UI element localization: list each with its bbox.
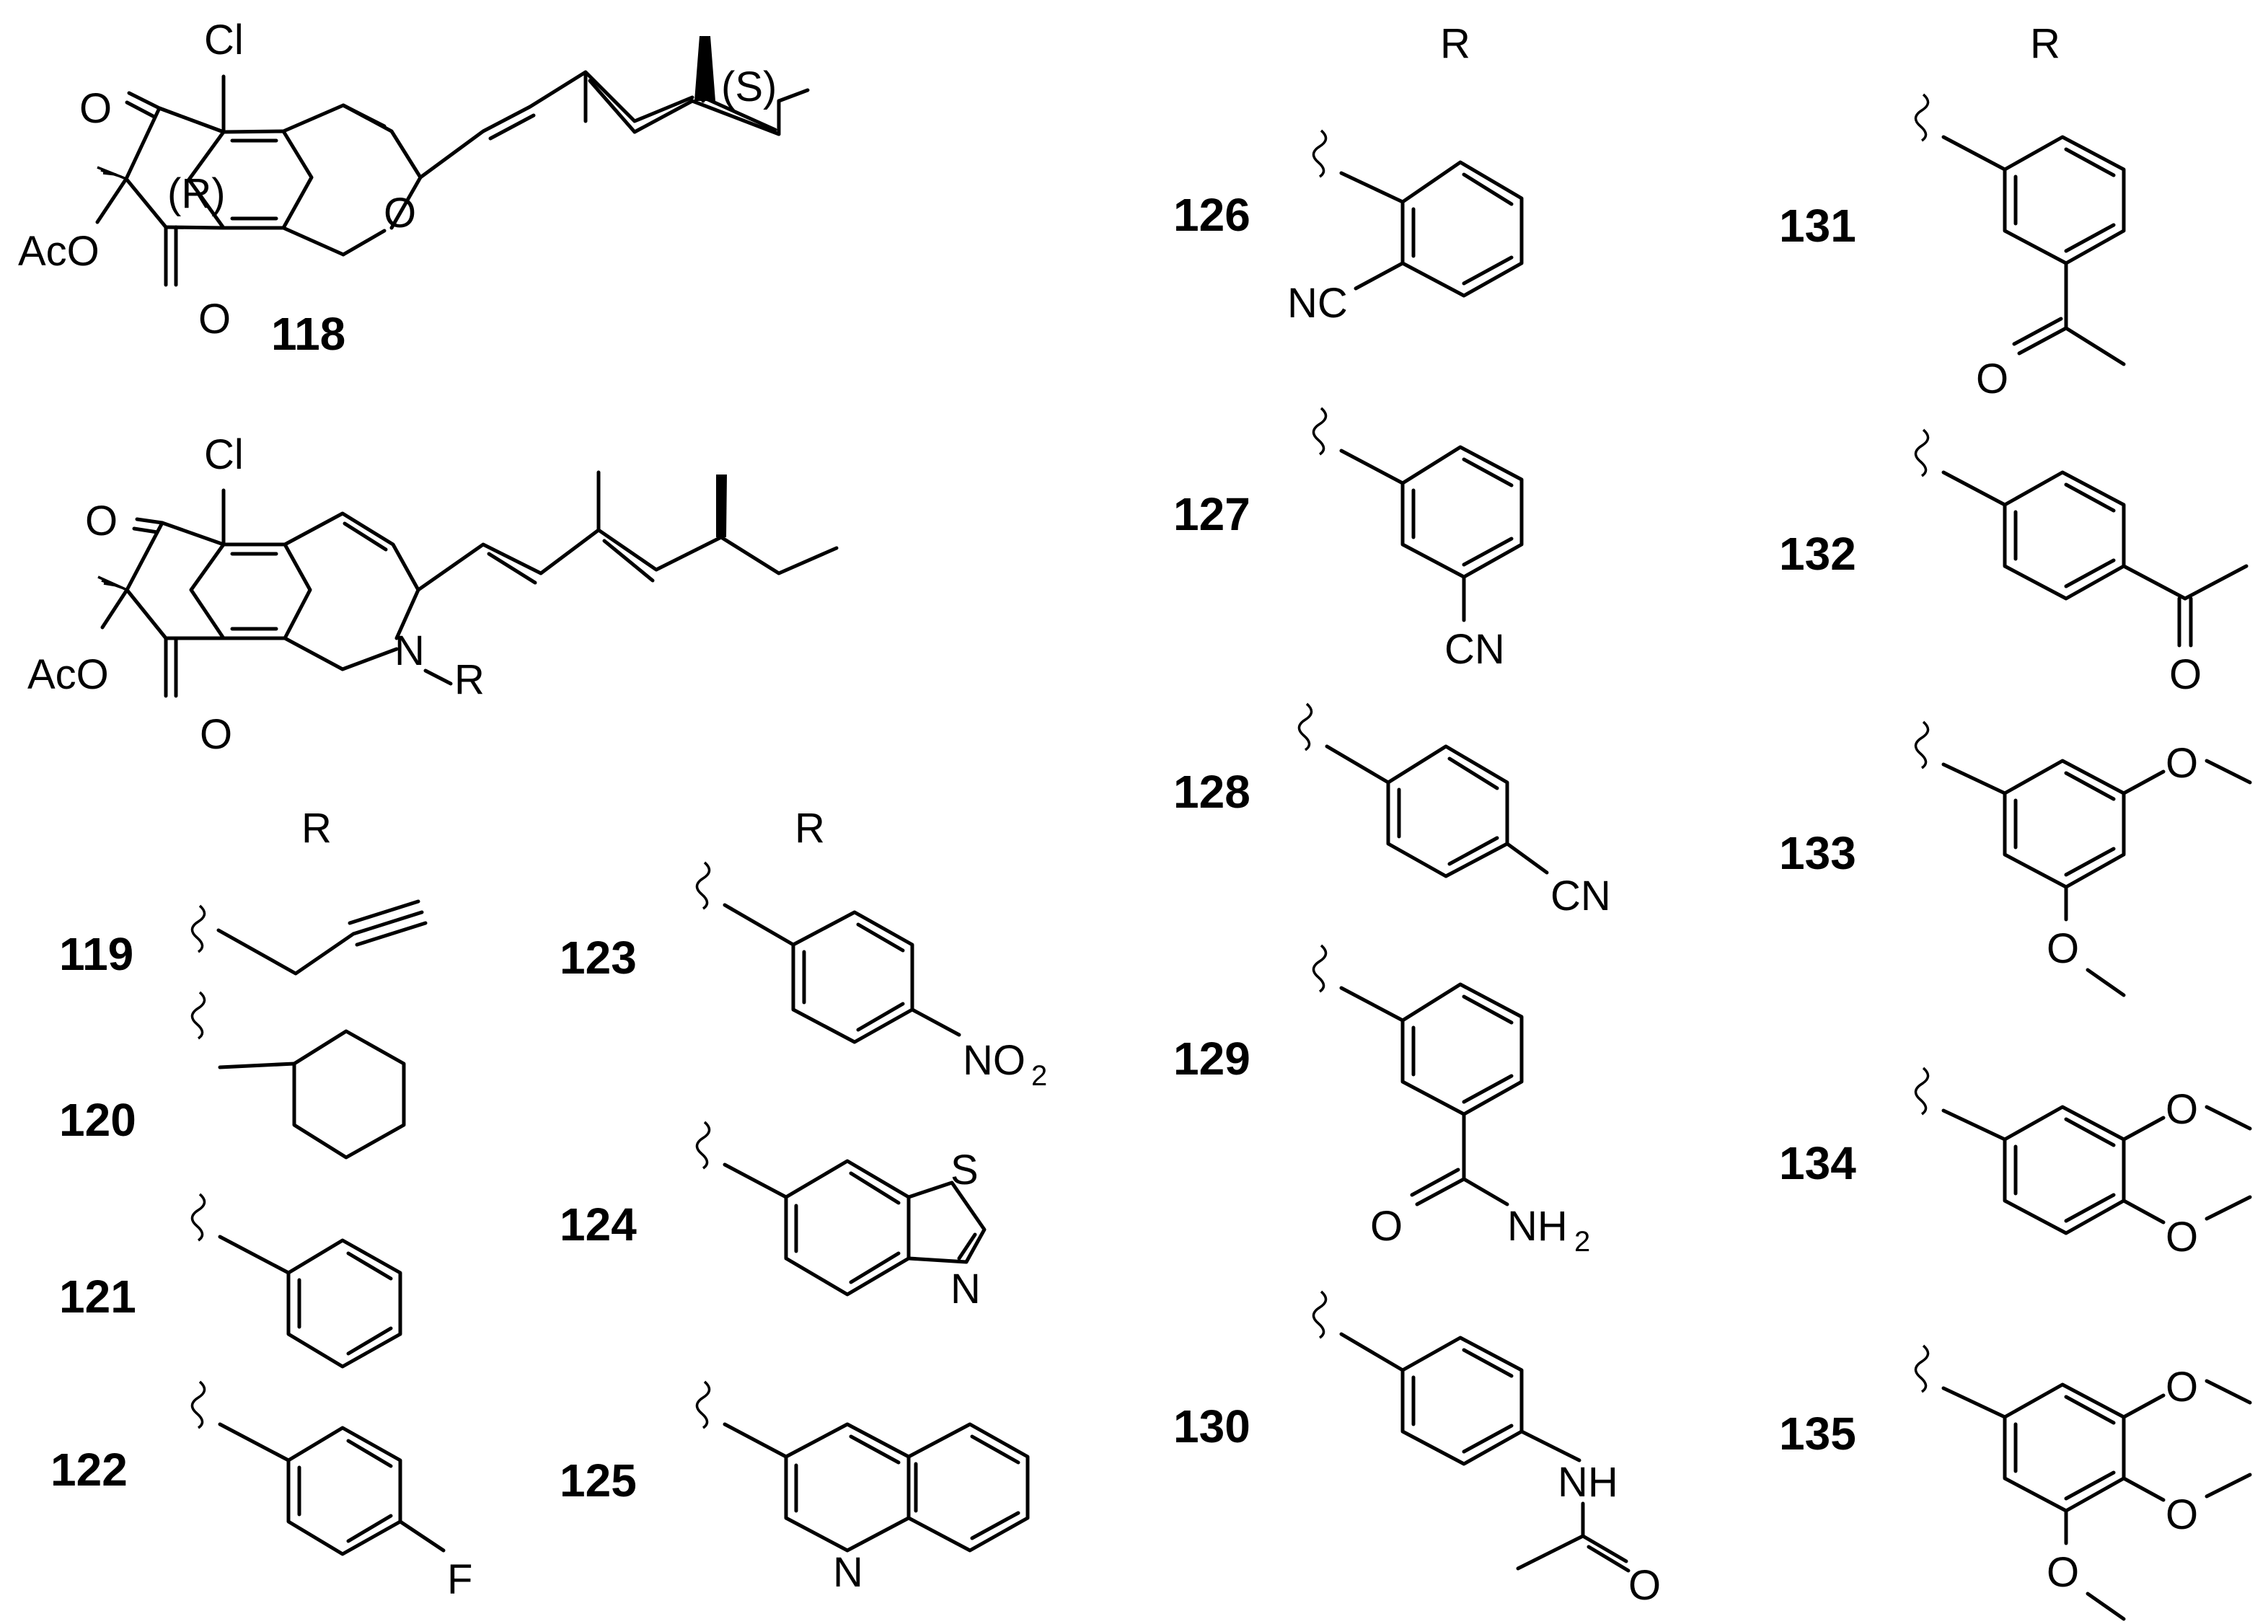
atom-subscript: 2	[1031, 1060, 1047, 1092]
compound-number: 118	[271, 308, 345, 360]
atom-label: O	[1976, 356, 2008, 402]
atom-label: Cl	[204, 431, 244, 478]
compound-number: 120	[59, 1094, 136, 1146]
atom-label: O	[2166, 1214, 2198, 1261]
compound-134-structure	[1914, 1067, 2252, 1235]
compound-130-structure	[1312, 1290, 1631, 1573]
compound-number: 130	[1173, 1400, 1250, 1452]
compound-132-structure	[1914, 428, 2249, 648]
atom-label: AcO	[18, 228, 100, 275]
compound-124-structure	[695, 1121, 987, 1297]
compound-number: 128	[1173, 766, 1250, 818]
atom-label: CN	[1444, 626, 1505, 673]
compound-number: 126	[1173, 189, 1250, 241]
atom-label: O	[2169, 651, 2202, 698]
atom-label: O	[200, 711, 232, 758]
atom-label: NH	[1558, 1459, 1618, 1506]
compound-number: 132	[1779, 528, 1856, 580]
compound-135-structure	[1914, 1344, 2252, 1621]
compound-number: 129	[1173, 1033, 1250, 1085]
atom-label: S	[950, 1147, 979, 1193]
atom-label: AcO	[27, 651, 109, 698]
atom-label: O	[2047, 925, 2079, 972]
atom-subscript: 2	[1574, 1226, 1590, 1258]
compound-133-structure	[1914, 720, 2252, 997]
atom-label: N	[833, 1549, 863, 1596]
atom-label: N	[950, 1266, 981, 1312]
r-group-header: R	[1440, 20, 1470, 67]
atom-label: O	[2166, 1086, 2198, 1133]
compound-number: 122	[50, 1444, 128, 1496]
compound-number: 135	[1779, 1408, 1856, 1460]
compound-120-structure	[190, 991, 406, 1160]
atom-label: R	[454, 656, 485, 703]
atom-label: NC	[1287, 280, 1348, 327]
stereo-label: (R)	[167, 170, 226, 217]
compound-number: 133	[1779, 827, 1856, 879]
atom-label: O	[2166, 740, 2198, 787]
compound-125-structure	[695, 1380, 1030, 1553]
atom-label: O	[2166, 1364, 2198, 1411]
r-group-header: R	[795, 805, 825, 852]
compound-number: 134	[1779, 1137, 1856, 1189]
atom-label: O	[1628, 1562, 1661, 1609]
compound-118-structure	[95, 36, 810, 287]
compound-121-structure	[190, 1193, 402, 1369]
atom-label: NO	[963, 1037, 1025, 1084]
r-group-header: R	[301, 805, 332, 852]
compound-126-structure	[1312, 129, 1524, 298]
atom-label: O	[79, 85, 112, 132]
r-group-header: R	[2030, 20, 2060, 67]
atom-label: O	[198, 296, 231, 343]
atom-label: Cl	[204, 17, 244, 63]
compound-123-structure	[695, 861, 961, 1044]
atom-label: O	[2166, 1491, 2198, 1538]
atom-label: O	[384, 190, 416, 237]
compound-number: 119	[59, 928, 133, 980]
atom-label: F	[447, 1556, 472, 1603]
atom-label: N	[394, 627, 425, 674]
compound-number: 127	[1173, 488, 1250, 540]
core-structure	[97, 470, 839, 698]
atom-label: CN	[1550, 873, 1611, 919]
compound-127-structure	[1312, 407, 1524, 622]
atom-label: NH	[1507, 1203, 1568, 1250]
compound-128-structure	[1297, 702, 1549, 878]
compound-number: 125	[560, 1455, 637, 1506]
compound-number: 124	[560, 1199, 637, 1250]
stereo-label: (S)	[721, 63, 777, 110]
compound-131-structure	[1914, 93, 2126, 366]
atom-label: O	[2047, 1549, 2079, 1596]
compound-number: 131	[1779, 200, 1856, 252]
compound-119-structure	[190, 899, 428, 976]
compound-129-structure	[1312, 944, 1524, 1206]
compound-number: 123	[560, 932, 637, 984]
atom-label: O	[1370, 1203, 1403, 1250]
atom-label: O	[85, 498, 118, 544]
compound-122-structure	[190, 1380, 446, 1556]
compound-number: 121	[59, 1271, 136, 1323]
